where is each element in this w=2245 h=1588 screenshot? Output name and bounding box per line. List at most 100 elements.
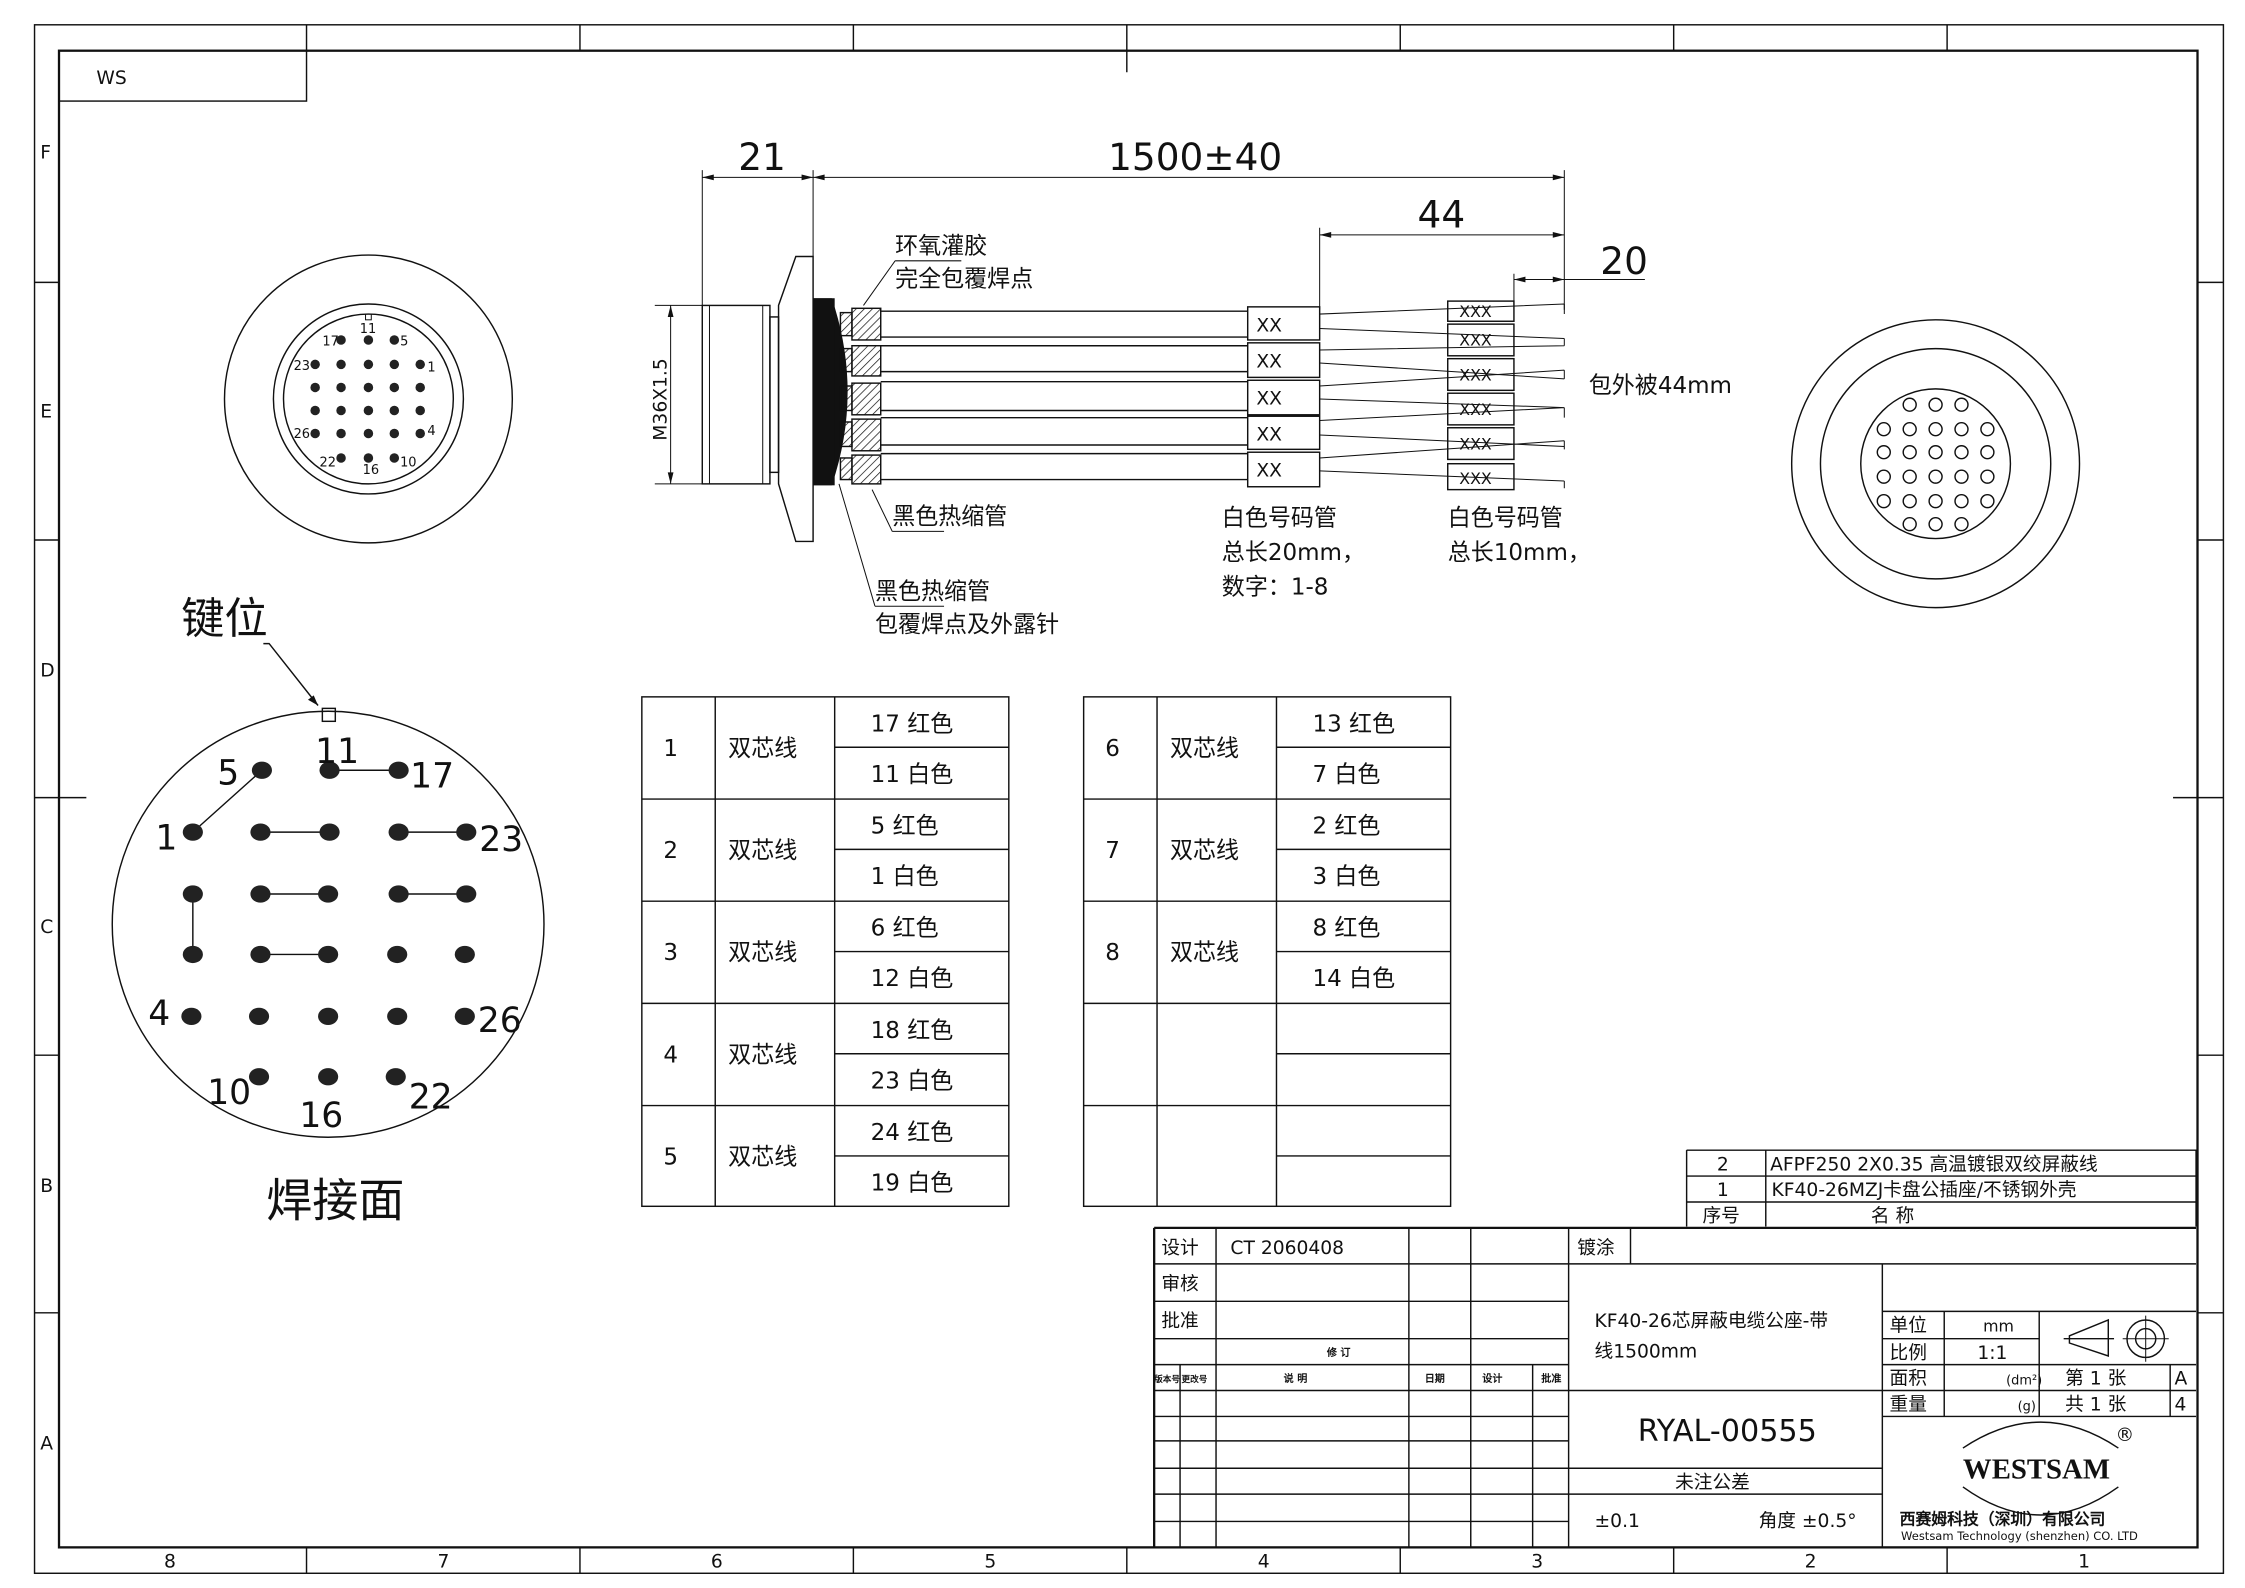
pin-label: 5 — [400, 335, 408, 350]
callout-marker-10: 白色号码管 — [1448, 506, 1563, 532]
area-label: 面积 — [1890, 1369, 1927, 1390]
callout-marker-10-length: 总长10mm， — [1448, 540, 1591, 566]
parts-list: 2 AFPF250 2X0.35 高温镀银双绞屏蔽线 1 KF40-26MZJ卡… — [1685, 1149, 2197, 1227]
marker-text: XXX — [1459, 400, 1492, 419]
callout-epoxy: 环氧灌胶 — [895, 234, 987, 260]
rev-col-approve: 批准 — [1541, 1372, 1561, 1385]
part-name: KF40-26MZJ卡盘公插座/不锈钢外壳 — [1772, 1180, 2077, 1201]
zone-row-a: A — [40, 1434, 53, 1455]
wire-type: 双芯线 — [1170, 940, 1239, 966]
pair-number: 7 — [1105, 838, 1120, 864]
callout-marker-20-digits: 数字：1-8 — [1222, 575, 1329, 601]
marker-text: XX — [1256, 315, 1282, 336]
review-label: 审核 — [1161, 1274, 1198, 1295]
pin-label: 11 — [360, 322, 376, 337]
zone-row-d: D — [40, 661, 54, 682]
wire-type: 双芯线 — [728, 1042, 797, 1068]
pin-label: 26 — [294, 427, 310, 442]
white-wire-pin: 23 白色 — [871, 1068, 954, 1094]
wire-type: 双芯线 — [1170, 736, 1239, 762]
pin-label: 17 — [410, 757, 454, 797]
white-wire-pin: 12 白色 — [871, 966, 954, 992]
company-name-en: Westsam Technology (shenzhen) CO. LTD — [1901, 1529, 2138, 1543]
marker-sleeves-20mm: XX XX XX XX XX — [1246, 306, 1321, 488]
dim-tip: 20 — [1600, 239, 1648, 283]
company-name-cn: 西赛姆科技（深圳）有限公司 — [1900, 1509, 2106, 1528]
paper-size-4: 4 — [2174, 1395, 2186, 1416]
marker-text: XXX — [1459, 469, 1492, 488]
rev-col-date: 日期 — [1425, 1372, 1445, 1385]
dim-thread: M36X1.5 — [650, 358, 671, 440]
wire-type: 双芯线 — [728, 736, 797, 762]
paper-size-a: A — [2174, 1369, 2187, 1390]
pin-label: 1 — [427, 361, 435, 376]
pin-label: 22 — [319, 456, 335, 471]
pin-label: 4 — [148, 994, 170, 1034]
pin-label: 11 — [315, 732, 359, 772]
pin-label: 10 — [207, 1073, 251, 1113]
zone-row-e: E — [40, 402, 52, 423]
leader-arrow-icon — [307, 695, 319, 706]
pin-label: 16 — [299, 1096, 343, 1136]
pair-number: 1 — [663, 736, 678, 762]
zone-row-c: C — [40, 917, 53, 938]
pair-number: 5 — [663, 1145, 678, 1171]
design-label: 设计 — [1161, 1238, 1198, 1259]
marker-text: XXX — [1459, 331, 1492, 350]
corner-tag: WS — [96, 68, 126, 89]
zone-col-6: 6 — [711, 1552, 723, 1573]
marker-text: XXX — [1459, 365, 1492, 384]
marker-text: XX — [1256, 351, 1282, 372]
zone-col-1: 1 — [2078, 1552, 2090, 1573]
callout-jacket: 包外被44mm — [1589, 373, 1732, 399]
red-wire-pin: 17 红色 — [871, 711, 954, 737]
zone-col-4: 4 — [1258, 1552, 1270, 1573]
callout-heatshrink: 黑色热缩管 — [892, 504, 1007, 530]
wire-type: 双芯线 — [728, 1145, 797, 1171]
part-name: AFPF250 2X0.35 高温镀银双绞屏蔽线 — [1770, 1154, 2098, 1175]
zone-col-7: 7 — [437, 1552, 449, 1573]
solder-face-title: 焊接面 — [266, 1173, 404, 1227]
sheet-total: 共 1 张 — [2065, 1395, 2126, 1416]
marker-sleeves-10mm: XXX XXX XXX XXX XXX XXX — [1447, 300, 1515, 491]
revision-label: 修 订 — [1326, 1346, 1351, 1359]
drawing-title-line2: 线1500mm — [1595, 1341, 1698, 1362]
pin-grid-solder — [181, 761, 477, 1086]
pin-label: 23 — [479, 820, 523, 860]
drawing-frame: WS 8 7 6 5 4 3 2 1 F E D C B A — [33, 24, 2225, 1574]
dim-length: 1500±40 — [1108, 135, 1282, 179]
pin-label: 17 — [322, 335, 338, 350]
pair-number: 2 — [663, 838, 678, 864]
westsam-logo: WESTSAM ® — [1962, 1421, 2134, 1516]
key-marker-icon — [321, 707, 337, 723]
red-wire-pin: 24 红色 — [871, 1120, 954, 1146]
pin-label: 5 — [217, 754, 239, 794]
rev-col-change: 更改号 — [1182, 1373, 1208, 1385]
zone-col-8: 8 — [164, 1552, 176, 1573]
title-block: 设计 CT 2060408 审核 批准 镀涂 KF40-26芯屏蔽电缆公座-带 … — [1153, 1226, 2197, 1548]
callout-marker-20: 白色号码管 — [1222, 506, 1337, 532]
pair-number: 4 — [663, 1042, 678, 1068]
tolerance-angle: 角度 ±0.5° — [1759, 1511, 1857, 1532]
scale-label: 比例 — [1890, 1343, 1927, 1364]
connector-face-small: 17 11 5 23 1 26 4 22 16 10 — [223, 254, 514, 544]
approve-label: 批准 — [1161, 1311, 1198, 1332]
marker-text: XX — [1256, 425, 1282, 446]
part-no: 2 — [1717, 1154, 1729, 1175]
projection-symbol-icon — [2063, 1315, 2169, 1362]
callout-epoxy-detail: 完全包覆焊点 — [895, 267, 1033, 293]
scale-value: 1:1 — [1977, 1343, 2007, 1364]
wire-type: 双芯线 — [728, 838, 797, 864]
zone-col-5: 5 — [984, 1552, 996, 1573]
unit-label: 单位 — [1890, 1316, 1927, 1337]
plating-label: 镀涂 — [1577, 1238, 1615, 1259]
pair-number: 8 — [1105, 940, 1120, 966]
registered-mark: ® — [2115, 1425, 2134, 1446]
tolerance-label: 未注公差 — [1675, 1472, 1750, 1493]
rev-col-desc: 说 明 — [1284, 1372, 1308, 1385]
marker-text: XXX — [1459, 302, 1492, 321]
pin-label: 1 — [155, 818, 177, 858]
pin-grid-small — [310, 335, 425, 463]
part-no: 1 — [1717, 1180, 1729, 1201]
